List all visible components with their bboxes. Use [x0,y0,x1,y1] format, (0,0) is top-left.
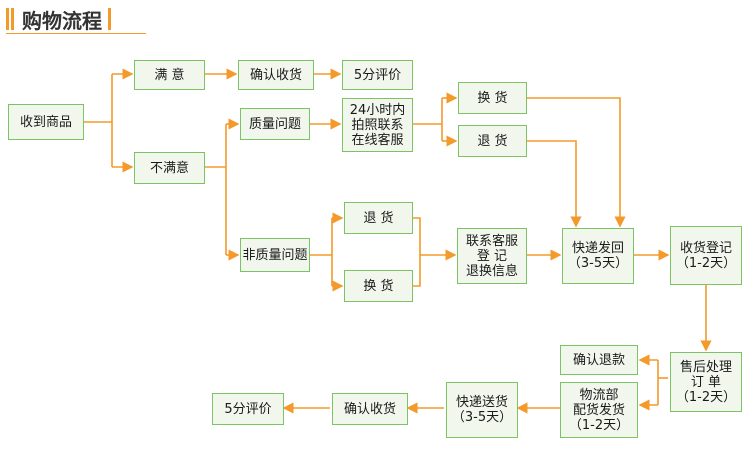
node-confirm-refund: 确认退款 [560,345,638,375]
node-confirm-bottom: 确认收货 [332,393,408,425]
node-exchange-mid: 换 货 [344,270,413,302]
node-receipt-log: 收货登记 （1-2天） [670,226,742,285]
node-receive: 收到商品 [8,104,84,140]
title-underline [6,33,146,34]
node-return-mid: 退 货 [344,202,413,234]
title-bar-left-2 [11,8,14,30]
page-title: 购物流程 [22,8,102,33]
node-exchange-top: 换 货 [458,82,527,114]
node-dissatisfied: 不满意 [134,152,205,184]
node-rate-top: 5分评价 [342,60,413,90]
node-nonquality: 非质量问题 [240,238,310,272]
node-contact24: 24小时内 拍照联系 在线客服 [342,98,413,152]
node-courier-deliver: 快递送货 （3-5天） [446,382,518,438]
node-aftersale: 售后处理 订 单 （1-2天） [670,352,742,412]
merge-mid [413,217,421,287]
node-confirm-top: 确认收货 [238,60,314,90]
node-courier-send: 快递发回 （3-5天） [562,228,634,284]
node-quality: 质量问题 [240,108,310,140]
arrow-exchange-courier [527,97,626,228]
node-rate-bottom: 5分评价 [212,393,284,425]
node-register: 联系客服 登 记 退换信息 [457,228,527,284]
node-return-top: 退 货 [458,125,527,157]
title-area: 购物流程 [6,6,113,33]
title-bar-right [108,8,111,30]
title-bar-left [6,8,9,30]
node-satisfied: 满 意 [134,60,205,90]
node-logistics: 物流部 配货发货 （1-2天） [560,382,638,438]
arrow-return-courier [527,140,582,228]
